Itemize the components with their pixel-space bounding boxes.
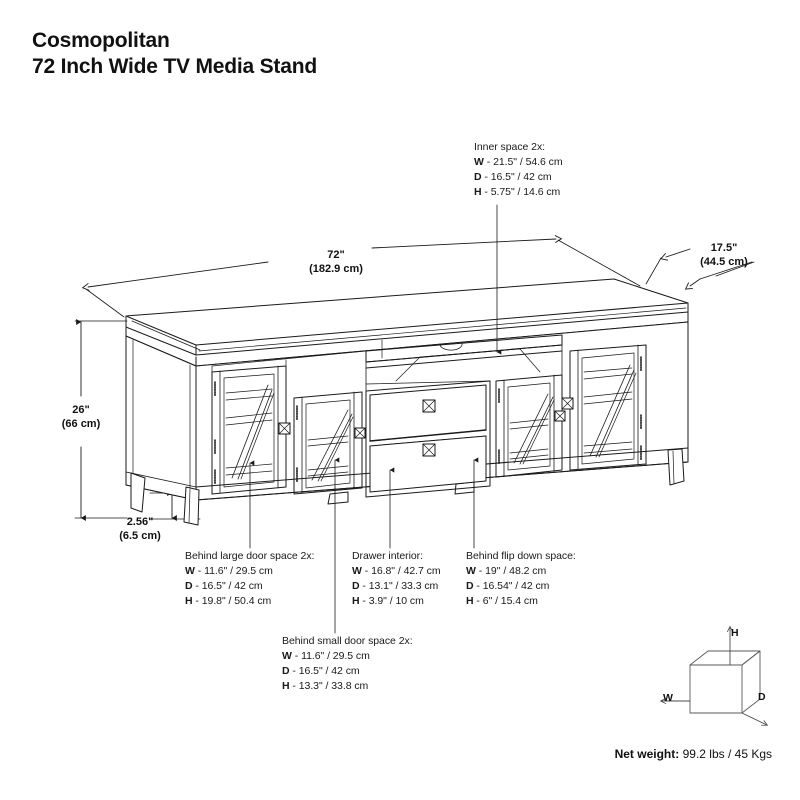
left-small-glass-door: [293, 391, 366, 495]
callout-inner-space-title: Inner space 2x:: [474, 141, 546, 153]
dim-val-d: - 13.1" / 33.3 cm: [362, 579, 439, 592]
dim-key-h: H: [474, 185, 482, 198]
dim-key-h: H: [185, 594, 193, 607]
dim-val-w: - 11.6" / 29.5 cm: [294, 649, 370, 662]
dimension-label-width: 72" (182.9 cm): [281, 248, 391, 276]
dim-key-d: D: [282, 664, 290, 677]
callout-behind-small-door-title: Behind small door space 2x:: [282, 635, 413, 647]
dim-val-d: - 16.5" / 42 cm: [484, 170, 552, 183]
dim-key-d: D: [352, 579, 360, 592]
callout-behind-flip-down-title: Behind flip down space:: [466, 550, 576, 562]
cabinet-legs: [130, 448, 685, 526]
center-drawers: [365, 380, 491, 498]
height-imperial: 26": [72, 404, 90, 416]
callout-behind-flip-down-w: W - 19'' / 48.2 cm: [466, 564, 576, 579]
callout-drawer-interior: Drawer interior: W - 16.8" / 42.7 cm D -…: [352, 549, 441, 609]
dim-val-h: - 19.8" / 50.4 cm: [195, 594, 272, 607]
callout-drawer-interior-d: D - 13.1" / 33.3 cm: [352, 579, 441, 594]
dim-key-h: H: [466, 594, 474, 607]
callout-behind-flip-down-d: D - 16.54" / 42 cm: [466, 579, 576, 594]
dim-val-d: - 16.5" / 42 cm: [292, 664, 360, 677]
legend-label-depth: D: [758, 691, 766, 703]
callout-inner-space: Inner space 2x: W - 21.5" / 54.6 cm D - …: [474, 140, 563, 200]
callout-behind-flip-down-h: H - 6" / 15.4 cm: [466, 594, 576, 609]
callout-behind-large-door-d: D - 16.5" / 42 cm: [185, 579, 314, 594]
dim-val-h: - 13.3" / 33.8 cm: [292, 679, 369, 692]
callout-behind-large-door-title: Behind large door space 2x:: [185, 550, 315, 562]
axis-legend-cube: [659, 625, 769, 726]
dim-val-w: - 11.6" / 29.5 cm: [197, 564, 273, 577]
legend-label-width: W: [663, 692, 673, 704]
cabinet-bottom-rail: [125, 447, 689, 501]
callout-inner-space-d: D - 16.5" / 42 cm: [474, 170, 563, 185]
dim-key-w: W: [466, 564, 476, 577]
dim-key-d: D: [185, 579, 193, 592]
legend-label-height: H: [731, 627, 739, 639]
dim-key-h: H: [352, 594, 360, 607]
height-metric: (66 cm): [61, 418, 101, 431]
net-weight-value: 99.2 lbs / 45 Kgs: [682, 747, 772, 761]
dim-val-d: - 16.54" / 42 cm: [476, 579, 550, 592]
callout-behind-large-door-w: W - 11.6" / 29.5 cm: [185, 564, 314, 579]
dim-key-d: D: [474, 170, 482, 183]
width-metric: (182.9 cm): [309, 263, 363, 276]
callout-behind-small-door-d: D - 16.5" / 42 cm: [282, 664, 413, 679]
dim-key-w: W: [282, 649, 292, 662]
flip-down-shelf-opening: [365, 334, 563, 392]
dim-key-h: H: [282, 679, 290, 692]
callout-inner-space-h: H - 5.75" / 14.6 cm: [474, 185, 563, 200]
cabinet-left-side: [125, 335, 197, 501]
dim-val-h: - 5.75" / 14.6 cm: [484, 185, 561, 198]
dimension-label-depth: 17.5" (44.5 cm): [676, 241, 772, 269]
leg-imperial: 2.56": [126, 516, 154, 528]
callout-drawer-interior-h: H - 3.9" / 10 cm: [352, 594, 441, 609]
callout-behind-large-door-h: H - 19.8" / 50.4 cm: [185, 594, 314, 609]
right-large-glass-door: [561, 344, 647, 471]
callout-behind-flip-down: Behind flip down space: W - 19'' / 48.2 …: [466, 549, 576, 609]
net-weight-label: Net weight:: [614, 747, 680, 761]
dim-key-w: W: [185, 564, 195, 577]
dim-val-w: - 19'' / 48.2 cm: [478, 564, 547, 577]
cabinet-front-face: [195, 321, 689, 501]
callout-drawer-interior-title: Drawer interior:: [352, 550, 423, 562]
dim-val-d: - 16.5" / 42 cm: [195, 579, 263, 592]
callout-behind-small-door-h: H - 13.3" / 33.8 cm: [282, 679, 413, 694]
right-small-glass-door: [495, 374, 566, 478]
dimension-label-height: 26" (66 cm): [34, 403, 128, 431]
callout-drawer-interior-w: W - 16.8" / 42.7 cm: [352, 564, 441, 579]
dim-val-h: - 6" / 15.4 cm: [476, 594, 538, 607]
leg-metric: (6.5 cm): [119, 530, 161, 543]
depth-imperial: 17.5": [710, 242, 738, 254]
callout-behind-small-door: Behind small door space 2x: W - 11.6" / …: [282, 634, 413, 694]
callout-inner-space-w: W - 21.5" / 54.6 cm: [474, 155, 563, 170]
dim-key-w: W: [474, 155, 484, 168]
dim-key-d: D: [466, 579, 474, 592]
callout-behind-small-door-w: W - 11.6" / 29.5 cm: [282, 649, 413, 664]
left-large-glass-door: [211, 365, 291, 495]
dim-val-h: - 3.9" / 10 cm: [362, 594, 424, 607]
width-imperial: 72": [327, 249, 345, 261]
product-brand-name: Cosmopolitan: [32, 29, 170, 52]
upper-left-open-section: [211, 350, 367, 373]
net-weight: Net weight: 99.2 lbs / 45 Kgs: [615, 747, 772, 761]
dimension-label-leg-clearance: 2.56" (6.5 cm): [93, 515, 187, 543]
dim-key-w: W: [352, 564, 362, 577]
depth-metric: (44.5 cm): [700, 256, 748, 269]
page-title: Cosmopolitan 72 Inch Wide TV Media Stand: [32, 28, 317, 79]
dim-val-w: - 16.8" / 42.7 cm: [364, 564, 441, 577]
dim-val-w: - 21.5" / 54.6 cm: [486, 155, 563, 168]
product-model-name: 72 Inch Wide TV Media Stand: [32, 54, 317, 78]
cabinet-top-panel: [125, 278, 689, 367]
callout-behind-large-door: Behind large door space 2x: W - 11.6" / …: [185, 549, 314, 609]
